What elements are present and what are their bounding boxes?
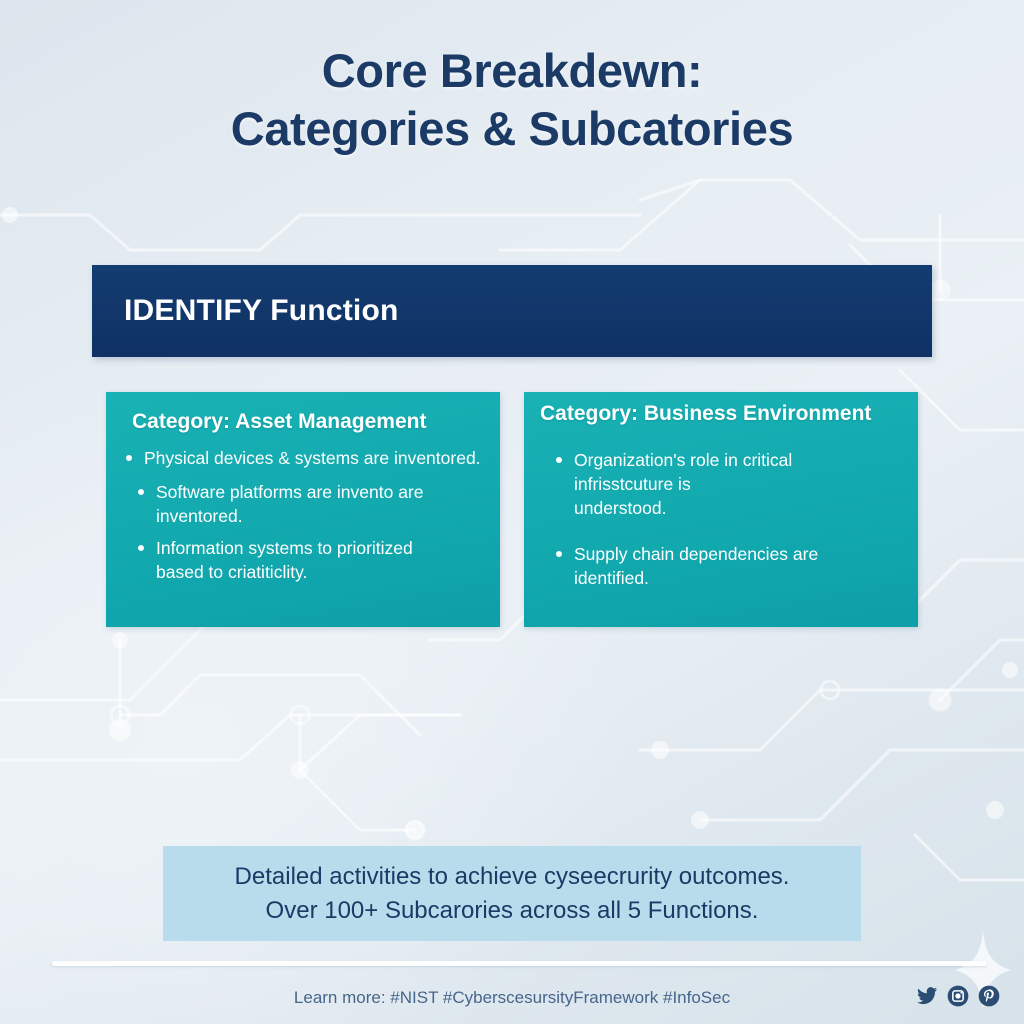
bullet-text-line-1: Organization's role in critical xyxy=(574,450,793,470)
list-item: Information systems to prioritized based… xyxy=(130,536,558,584)
bullet-text-line-1: Supply chain dependencies are xyxy=(574,544,819,564)
bullet-text-line-2: inventored. xyxy=(156,506,243,526)
function-bar-label: IDENTIFY Function xyxy=(124,294,399,327)
bullet-text-line-3: understood. xyxy=(574,498,667,518)
pinterest-icon[interactable] xyxy=(978,985,1000,1007)
page-title-line-1: Core Breakdewn: xyxy=(321,44,703,97)
subcategory-list: Organization's role in critical infrisst… xyxy=(548,448,918,612)
bullet-text-line-2: infrisstcuture is xyxy=(574,474,691,494)
bullet-text-line-1: Physical devices & systems are inventore… xyxy=(144,448,481,468)
summary-line-1: Detailed activities to achieve cyseecrur… xyxy=(234,862,790,890)
bullet-text-line-1: Software platforms are invento are xyxy=(156,482,424,502)
page-title-line-2: Categories & Subcatories xyxy=(230,102,794,155)
bullet-text-line-2: based to criatiticlity. xyxy=(156,562,308,582)
summary-callout: Detailed activities to achieve cyseecrur… xyxy=(163,846,861,941)
list-item: Supply chain dependencies are identified… xyxy=(548,542,918,590)
list-item: Physical devices & systems are inventore… xyxy=(118,446,558,470)
footer-hashtags: Learn more: #NIST #CyberscesursityFramew… xyxy=(293,988,731,1007)
category-title: Category: Business Environment xyxy=(540,402,872,425)
page-title: Core Breakdewn: Categories & Subcatories xyxy=(0,42,1024,158)
instagram-icon[interactable] xyxy=(947,985,969,1007)
bullet-text-line-1: Information systems to prioritized xyxy=(156,538,413,558)
category-title: Category: Asset Management xyxy=(132,410,427,433)
social-icons xyxy=(916,985,1000,1007)
category-card-asset-management: Category: Asset Management Physical devi… xyxy=(106,392,500,627)
identify-function-bar: IDENTIFY Function xyxy=(92,265,932,357)
subcategory-list: Physical devices & systems are inventore… xyxy=(118,446,558,584)
footer-divider xyxy=(52,961,987,966)
list-item: Software platforms are invento are inven… xyxy=(130,480,558,528)
category-card-business-environment: Category: Business Environment Organizat… xyxy=(524,392,918,627)
twitter-icon[interactable] xyxy=(916,985,938,1007)
list-item: Organization's role in critical infrisst… xyxy=(548,448,918,520)
bullet-text-line-2: identified. xyxy=(574,568,649,588)
summary-line-2: Over 100+ Subcarories across all 5 Funct… xyxy=(265,896,759,924)
